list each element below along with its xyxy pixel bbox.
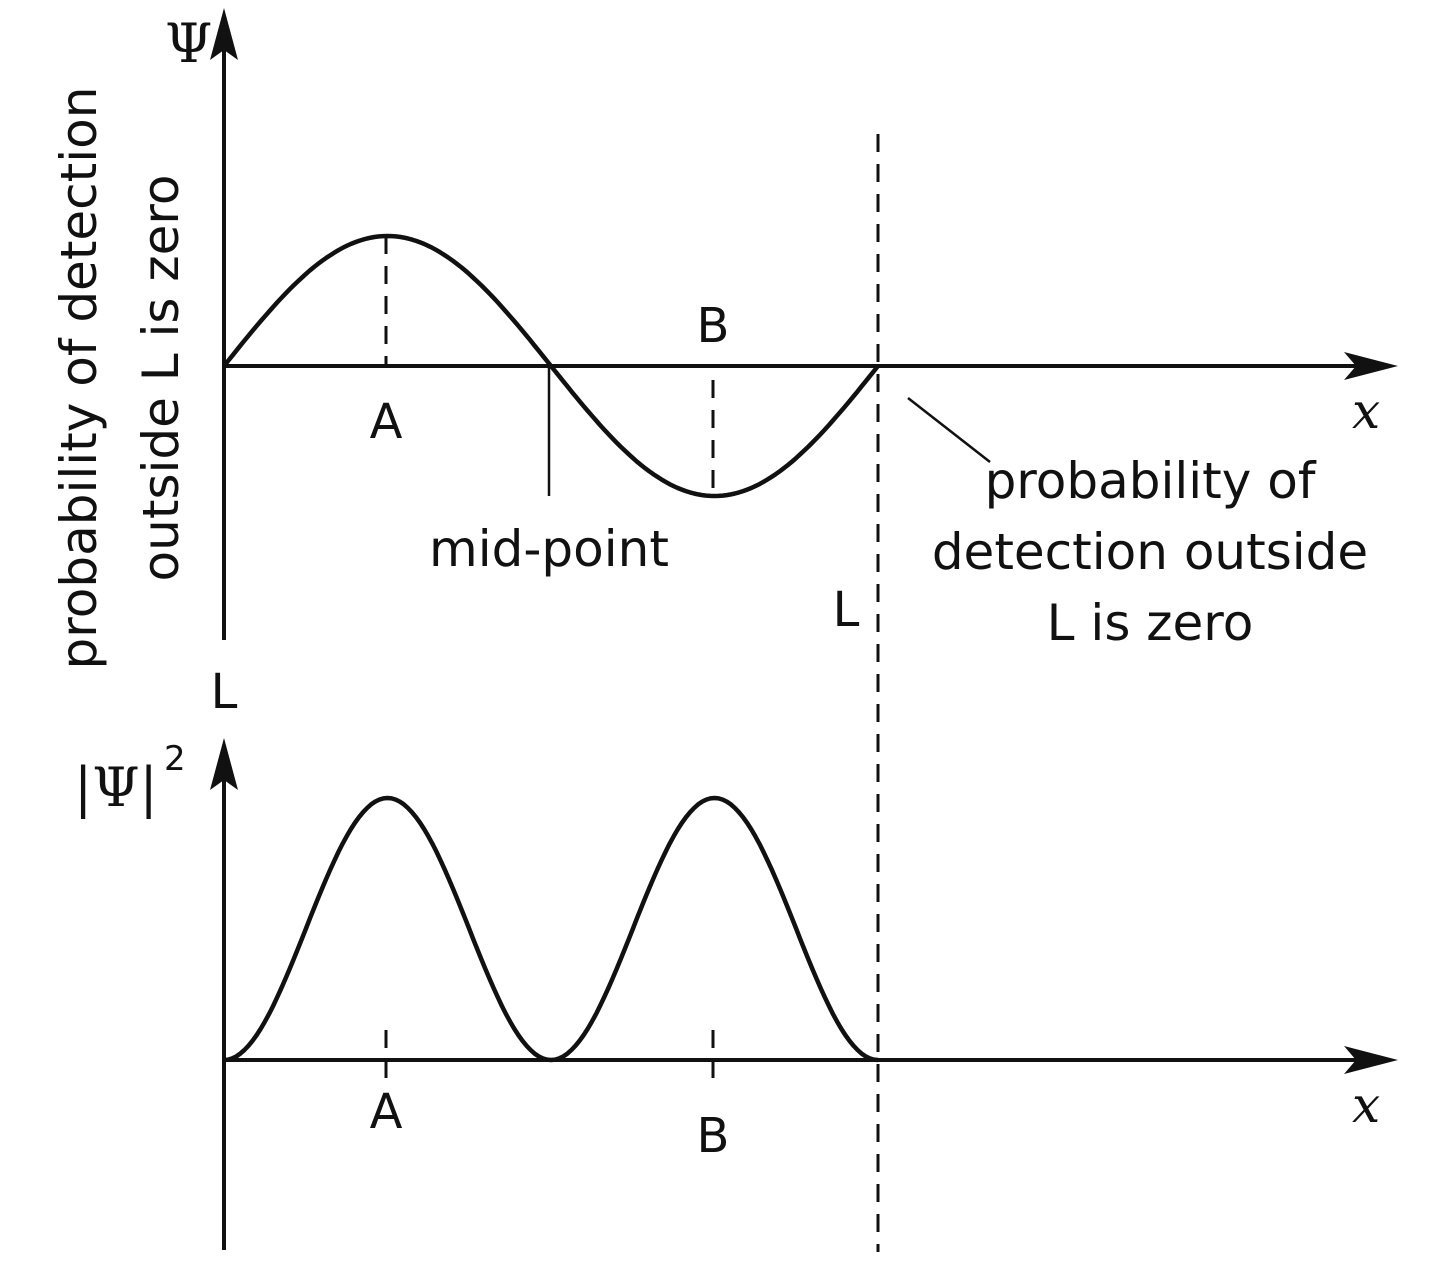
left-note: probability of detection outside L is ze… [50, 87, 190, 670]
bottom-x-axis-label: x [1352, 1076, 1380, 1134]
psi-wave-curve [222, 233, 880, 499]
top-x-axis-label: x [1352, 382, 1380, 440]
top-graph: Ψ x A B mid-point L probability of detec… [50, 8, 1398, 669]
bottom-graph: |Ψ| 2 x A B [74, 738, 1398, 1250]
psi-squared-axis-label: |Ψ| 2 [74, 739, 186, 819]
right-note-line-2: detection outside [932, 523, 1368, 581]
right-note-leader [907, 397, 991, 463]
bottom-y-arrowhead [210, 738, 238, 790]
psi-squared-label-core: |Ψ| [74, 756, 158, 819]
psi-axis-label: Ψ [165, 12, 212, 75]
top-x-arrowhead [1344, 352, 1398, 380]
top-y-arrowhead [210, 8, 238, 60]
bottom-point-b-label: B [697, 1108, 730, 1164]
psi-squared-curve [223, 795, 879, 1063]
bottom-point-a-label: A [370, 1084, 403, 1140]
right-note: probability of detection outside L is ze… [932, 452, 1368, 652]
midpoint-label: mid-point [429, 520, 669, 578]
left-note-line-1: probability of detection [50, 87, 108, 670]
left-note-line-2: outside L is zero [132, 175, 190, 582]
between-l-label: L [211, 664, 238, 720]
right-note-line-3: L is zero [1047, 594, 1254, 652]
bottom-x-arrowhead [1344, 1046, 1398, 1074]
top-boundary-l-label: L [833, 582, 860, 638]
psi-squared-label-power: 2 [164, 739, 186, 779]
top-point-a-label: A [370, 394, 403, 450]
top-point-b-label: B [697, 298, 730, 354]
right-note-line-1: probability of [985, 452, 1317, 510]
